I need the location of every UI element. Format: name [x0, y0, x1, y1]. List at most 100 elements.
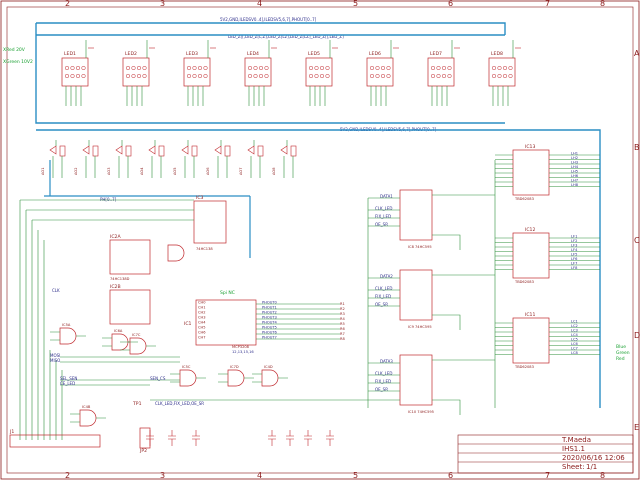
mux-part: 74HC138 [196, 247, 213, 251]
shift-control-label: OE_SR [375, 222, 388, 227]
gate-ref: IC5C [182, 365, 191, 369]
sensor-ref: AO3 [107, 167, 111, 175]
flipflop-ic2b: IC2B [109, 284, 151, 325]
column-marker-bottom: 8 [600, 471, 605, 480]
sensor-cell: AO1 [41, 140, 66, 178]
row-marker: D [634, 331, 640, 340]
tp1-ref: TP1 [132, 401, 142, 407]
driver-output-label: LF7 [571, 262, 577, 266]
ff1-ref: IC2A [110, 234, 121, 240]
driver-output-label: LF5 [571, 253, 577, 257]
driver-output-label: LC4 [571, 333, 579, 337]
led-module: LED2 [122, 40, 155, 106]
mux-ref: IC3 [196, 195, 204, 201]
jumper-jp2: JP2 [139, 427, 151, 454]
phout-label: PHOUT3 [262, 316, 277, 320]
column-marker: 7 [545, 0, 550, 8]
mux-ic3: IC3 74HC138 [193, 195, 227, 251]
column-marker: 3 [160, 0, 165, 8]
gate-ref: IC6A [114, 329, 123, 333]
driver-output-label: LC7 [571, 347, 578, 351]
driver-part: TBD62083 [514, 365, 534, 369]
sensor-ref: AO4 [140, 167, 144, 175]
title-sheet-value: 1/1 [586, 463, 597, 471]
phout-resistor: R8 [340, 337, 345, 341]
oe-bus-label: CLK_LED,FIX_LED,OE_SR [155, 401, 204, 406]
phout-label: PHOUT1 [262, 306, 277, 310]
phout-resistor: R3 [340, 312, 345, 316]
row-marker: C [634, 236, 640, 245]
column-marker-bottom: 3 [160, 471, 165, 480]
driver-output-label: LC6 [571, 342, 579, 346]
sensor-cell: AO7 [239, 140, 264, 178]
logic-gate: IC7D [218, 365, 254, 387]
driver-output-label: LH2 [571, 156, 578, 160]
connector-j1: J1 [9, 429, 101, 448]
ph-bus-line [44, 160, 251, 258]
driver-part: TBD62083 [514, 197, 534, 201]
logic-gates: IC5A IC6A IC7C IC5C IC7D IC4D IC4B [19, 199, 400, 440]
ph-bus-label: PH[0..7] [100, 197, 117, 202]
driver-output-label: LH7 [571, 179, 578, 183]
gate-ic7a [167, 244, 185, 262]
led-module-ref: LED6 [369, 51, 381, 57]
led-module-ref: LED4 [247, 51, 259, 57]
shift-control-label: FIX_LED [375, 379, 391, 384]
title-author: T.Maeda [561, 436, 591, 444]
driver-ics: IC13TBD62083LH1LH2LH3LH4LH5LH6LH7LH8IC12… [495, 144, 600, 369]
phout-label: PHOUT2 [262, 311, 277, 315]
clk-label: CLK [52, 288, 60, 293]
logic-gate: IC5A [50, 323, 86, 345]
led-module: LED6 [366, 40, 399, 106]
sensor-ref: AO8 [272, 167, 276, 175]
led-bus-outline [35, 22, 506, 124]
shift-part: IC9 74HC595 [408, 325, 432, 329]
driver-output-label: LH6 [571, 174, 579, 178]
logic-gate: IC4D [252, 365, 288, 387]
gate-ref: IC5A [62, 323, 71, 327]
sensor-cell: AO4 [140, 140, 165, 178]
phout-resistor: R6 [340, 327, 345, 331]
ff1-part: 74HC138D [110, 277, 130, 281]
gate-ref: IC4D [264, 365, 273, 369]
sensor-cell: AO5 [173, 140, 198, 178]
sensor-cell: AO3 [107, 140, 132, 178]
phout-resistor: R1 [340, 302, 345, 306]
driver-output-label: LH5 [571, 170, 578, 174]
sensor-ref: AO7 [239, 167, 243, 175]
left-signal-wires [19, 200, 63, 440]
driver-output-label: LF8 [571, 266, 578, 270]
driver-output-label: LC8 [571, 351, 579, 355]
logic-gate: IC4B [70, 405, 106, 427]
row-marker: E [634, 423, 639, 432]
gate-ref: IC7C [132, 333, 141, 337]
top-bus-label: 5V2,GND,ILEDSV0..4],ILEDSV5,6,7],PHOUT[0… [220, 17, 317, 22]
sensor-ref: AO1 [41, 167, 45, 175]
driver-output-label: LH4 [571, 165, 579, 169]
driver-ref: IC12 [525, 227, 535, 233]
driver-output-label: LC1 [571, 320, 578, 324]
inner-frame [6, 6, 634, 474]
led-module: LED5 [305, 40, 338, 106]
sensor-cell: AO6 [206, 140, 231, 178]
led-module-ref: LED8 [491, 51, 503, 57]
shift-control-label: OE_SR [375, 387, 388, 392]
phout-resistor: R7 [340, 332, 345, 336]
sensor-cell: AO2 [74, 140, 99, 178]
sensor-ref: AO6 [206, 167, 210, 175]
ce-led-label: CE_LED [60, 381, 75, 386]
adc-channel-pin: CH4 [198, 321, 206, 325]
adc-channel-pin: CH7 [198, 336, 206, 340]
note-red-voltage: XRed 20V [3, 47, 26, 53]
row-marker: B [634, 143, 640, 152]
